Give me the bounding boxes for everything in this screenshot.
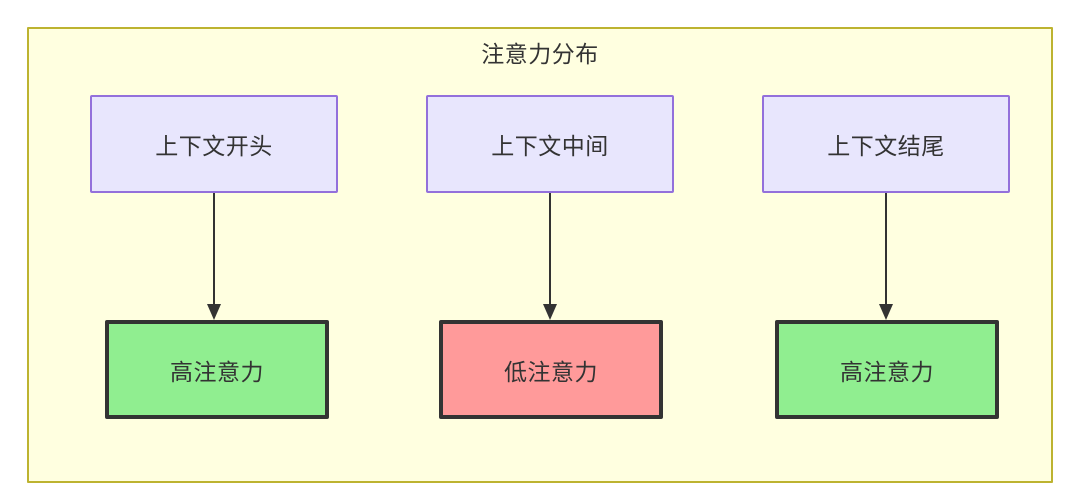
connector-arrow-1 xyxy=(207,193,221,320)
attention-distribution-subgraph: 注意力分布 上下文开头 上下文中间 上下文结尾 xyxy=(27,27,1053,483)
subgraph-title: 注意力分布 xyxy=(481,41,599,67)
node-attention-start[interactable]: 高注意力 xyxy=(105,320,329,419)
connector-arrow-3 xyxy=(879,193,893,320)
node-context-start-label: 上下文开头 xyxy=(155,133,273,159)
node-context-end[interactable]: 上下文结尾 xyxy=(762,95,1010,193)
connector-arrow-2 xyxy=(543,193,557,320)
node-context-middle-label: 上下文中间 xyxy=(491,133,609,159)
node-context-end-label: 上下文结尾 xyxy=(827,133,945,159)
node-attention-end-label: 高注意力 xyxy=(840,358,934,385)
node-attention-start-label: 高注意力 xyxy=(170,358,264,385)
node-context-middle[interactable]: 上下文中间 xyxy=(426,95,674,193)
node-attention-end[interactable]: 高注意力 xyxy=(775,320,999,419)
node-attention-middle[interactable]: 低注意力 xyxy=(439,320,663,419)
node-attention-middle-label: 低注意力 xyxy=(504,358,598,385)
node-context-start[interactable]: 上下文开头 xyxy=(90,95,338,193)
